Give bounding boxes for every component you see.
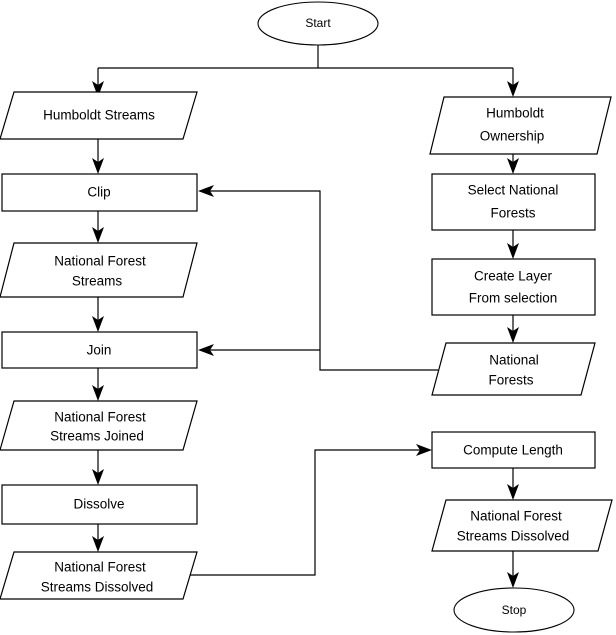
- node-nf-streams-dissolved-right[interactable]: National Forest Streams Dissolved: [431, 499, 613, 552]
- start-ellipse: [257, 1, 379, 46]
- arrow-head-nf-streams-dissolved-right: [507, 484, 519, 500]
- arrow-head-compute-length: [416, 444, 432, 456]
- connector-layer: [92, 45, 519, 588]
- dissolve-label: Dissolve: [73, 497, 124, 512]
- arrow-head-national-forests: [507, 327, 519, 343]
- node-stop[interactable]: Stop: [453, 587, 575, 633]
- node-join[interactable]: Join: [1, 331, 198, 369]
- arrow-head-humboldt-streams: [92, 81, 104, 97]
- national-forest-streams-label-line1: National Forest: [54, 254, 146, 269]
- node-national-forests[interactable]: National Forests: [431, 342, 596, 396]
- nf-streams-dissolved-left-label-line2: Streams Dissolved: [41, 580, 154, 595]
- compute-length-rect: [431, 431, 596, 469]
- arrow-head-create-layer: [507, 243, 519, 259]
- select-national-forests-rect: [431, 173, 596, 231]
- nf-streams-dissolved-right-label-line1: National Forest: [470, 509, 562, 524]
- national-forests-label-line1: National: [489, 353, 539, 368]
- node-select-national-forests[interactable]: Select National Forests: [431, 173, 596, 231]
- select-national-forests-label-line1: Select National: [468, 183, 559, 198]
- national-forest-streams-parallelogram: [0, 242, 198, 298]
- humboldt-streams-label: Humboldt Streams: [43, 108, 155, 123]
- dissolve-rect: [1, 484, 198, 525]
- select-national-forests-label-line2: Forests: [490, 206, 535, 221]
- arrow-head-select-national-forests: [507, 158, 519, 174]
- arrow-head-humboldt-ownership: [507, 81, 519, 97]
- node-start[interactable]: Start: [257, 1, 379, 46]
- create-layer-label-line2: From selection: [469, 291, 558, 306]
- arrow-head-nf-streams-joined: [92, 385, 104, 401]
- edge-national-forests-to-clip: [209, 190, 438, 371]
- national-forests-label-line2: Forests: [488, 373, 533, 388]
- humboldt-ownership-label-line2: Ownership: [480, 129, 545, 144]
- node-nf-streams-joined[interactable]: National Forest Streams Joined: [0, 400, 198, 451]
- arrow-head-clip: [92, 158, 104, 174]
- node-clip[interactable]: Clip: [1, 173, 198, 212]
- arrow-head-nf-streams-dissolved-left: [92, 536, 104, 552]
- arrow-head-nf-streams: [92, 227, 104, 243]
- nf-streams-dissolved-right-parallelogram: [431, 499, 613, 552]
- clip-rect: [1, 173, 198, 212]
- node-national-forest-streams[interactable]: National Forest Streams: [0, 242, 198, 298]
- humboldt-ownership-parallelogram: [429, 96, 612, 155]
- nf-streams-joined-label-line1: National Forest: [54, 410, 146, 425]
- start-label: Start: [305, 16, 331, 30]
- arrow-head-join: [92, 316, 104, 332]
- national-forest-streams-label-line2: Streams: [72, 274, 123, 289]
- nf-streams-dissolved-left-label-line1: National Forest: [54, 560, 146, 575]
- node-dissolve[interactable]: Dissolve: [1, 484, 198, 525]
- join-label: Join: [87, 343, 112, 358]
- humboldt-streams-parallelogram: [0, 91, 198, 140]
- arrow-head-join-right: [198, 344, 214, 356]
- node-humboldt-streams[interactable]: Humboldt Streams: [0, 91, 198, 140]
- edge-nf-streams-dissolved-to-compute-length: [178, 449, 421, 576]
- create-layer-label-line1: Create Layer: [474, 269, 553, 284]
- node-create-layer[interactable]: Create Layer From selection: [431, 258, 596, 316]
- stop-label: Stop: [502, 603, 527, 617]
- node-compute-length[interactable]: Compute Length: [431, 431, 596, 469]
- node-humboldt-ownership[interactable]: Humboldt Ownership: [429, 96, 612, 155]
- compute-length-label: Compute Length: [463, 443, 563, 458]
- nf-streams-joined-label-line2: Streams Joined: [50, 429, 144, 444]
- create-layer-rect: [431, 258, 596, 316]
- nf-streams-dissolved-left-parallelogram: [0, 551, 198, 600]
- national-forests-parallelogram: [431, 342, 596, 396]
- stop-ellipse: [453, 587, 575, 633]
- nf-streams-joined-parallelogram: [0, 400, 198, 451]
- humboldt-ownership-label-line1: Humboldt: [486, 106, 544, 121]
- clip-label: Clip: [87, 185, 110, 200]
- nf-streams-dissolved-right-label-line2: Streams Dissolved: [457, 529, 570, 544]
- arrow-head-dissolve: [92, 469, 104, 485]
- arrow-head-stop: [507, 572, 519, 588]
- node-nf-streams-dissolved-left[interactable]: National Forest Streams Dissolved: [0, 551, 198, 600]
- arrow-head-clip-right: [198, 185, 214, 197]
- join-rect: [1, 331, 198, 369]
